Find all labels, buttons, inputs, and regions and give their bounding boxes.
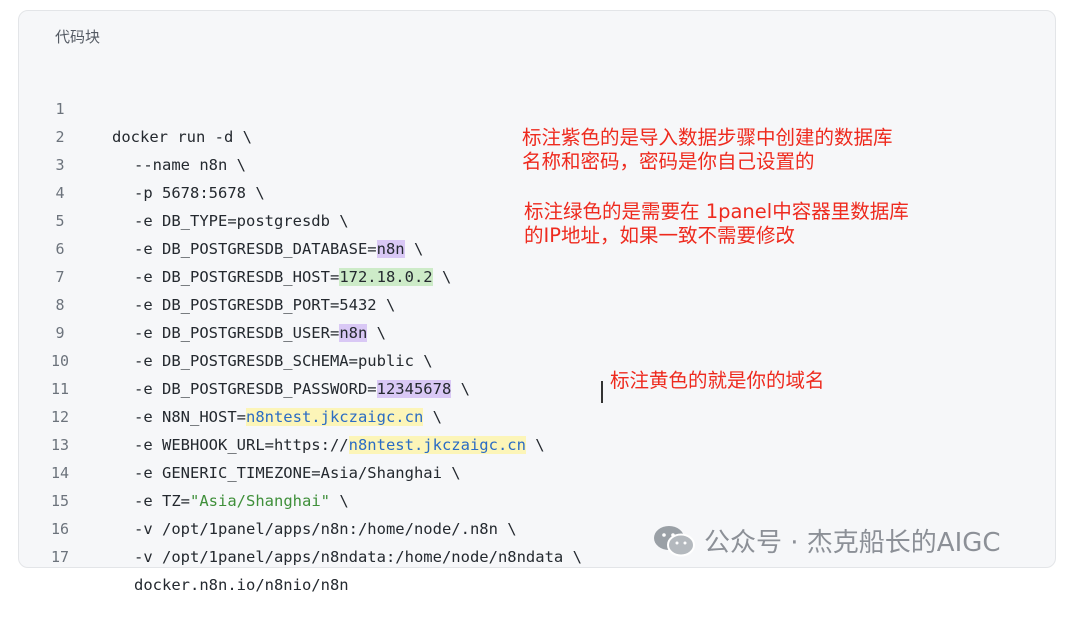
line-number: 1	[55, 100, 65, 118]
code-text: -e DB_POSTGRESDB_PORT=5432 \	[134, 296, 396, 314]
code-text: -e WEBHOOK_URL=https://n8ntest.jkczaigc.…	[112, 431, 545, 459]
watermark: 公众号 · 杰克船长的AIGC	[652, 522, 1001, 559]
code-line: 13 -e GENERIC_TIMEZONE=Asia/Shanghai \	[37, 403, 461, 482]
line-number: 12	[50, 408, 70, 426]
code-line: 3 -p 5678:5678 \	[37, 123, 264, 202]
code-segment: -e DB_POSTGRESDB_PASSWORD=	[134, 380, 377, 398]
code-segment: \	[329, 492, 349, 510]
code-text: -e DB_POSTGRESDB_DATABASE=n8n \	[112, 235, 423, 263]
line-number: 16	[50, 520, 70, 538]
wechat-icon	[654, 525, 695, 556]
line-number: 13	[50, 436, 70, 454]
watermark-text: 公众号 · 杰克船长的AIGC	[704, 528, 1001, 558]
line-number: 15	[50, 492, 70, 510]
code-text: -v /opt/1panel/apps/n8ndata:/home/node/n…	[134, 548, 582, 566]
annotation-line: 标注绿色的是需要在 1panel中容器里数据库	[524, 200, 909, 223]
code-segment: \	[367, 324, 386, 342]
code-text: -e DB_POSTGRESDB_USER=n8n \	[112, 319, 386, 347]
code-text: -e DB_POSTGRESDB_PASSWORD=12345678 \	[112, 375, 470, 403]
annotation-line: 名称和密码，密码是你自己设置的	[522, 150, 815, 173]
purple-highlight: n8n	[376, 240, 405, 258]
string-literal: "Asia/Shanghai"	[190, 492, 330, 510]
code-line: 11 -e N8N_HOST=n8ntest.jkczaigc.cn \	[37, 347, 442, 426]
code-line: 9 -e DB_POSTGRESDB_SCHEMA=public \	[37, 291, 432, 370]
code-segment: \	[525, 436, 545, 454]
yellow-highlight-link[interactable]: n8ntest.jkczaigc.cn	[348, 436, 526, 454]
purple-highlight: 12345678	[376, 380, 452, 398]
code-text: --name n8n \	[134, 156, 246, 174]
code-segment: -e TZ=	[134, 492, 190, 510]
line-number: 6	[55, 240, 65, 258]
code-text: -e DB_TYPE=postgresdb \	[134, 212, 349, 230]
code-line: 8 -e DB_POSTGRESDB_USER=n8n \	[37, 263, 386, 342]
code-line: 4 -e DB_TYPE=postgresdb \	[37, 151, 348, 230]
code-line: 7 -e DB_POSTGRESDB_PORT=5432 \	[37, 235, 395, 314]
line-number: 11	[50, 380, 70, 398]
code-text: -v /opt/1panel/apps/n8n:/home/node/.n8n …	[134, 520, 517, 538]
green-annotation: 标注绿色的是需要在 1panel中容器里数据库 的IP地址，如果一致不需要修改	[524, 200, 909, 248]
code-segment: -e N8N_HOST=	[134, 408, 246, 426]
code-text: -e N8N_HOST=n8ntest.jkczaigc.cn \	[112, 403, 442, 431]
code-segment: \	[423, 408, 442, 426]
annotation-line: 的IP地址，如果一致不需要修改	[524, 224, 796, 247]
line-number: 5	[55, 212, 65, 230]
code-text: docker run -d \	[112, 128, 252, 146]
code-line: 2 --name n8n \	[37, 95, 246, 174]
line-number: 14	[50, 464, 70, 482]
code-segment: \	[404, 240, 424, 258]
annotation-line: 标注紫色的是导入数据步骤中创建的数据库	[522, 126, 893, 149]
purple-annotation: 标注紫色的是导入数据步骤中创建的数据库 名称和密码，密码是你自己设置的	[522, 126, 893, 174]
line-number: 4	[55, 184, 65, 202]
code-line: 12 -e WEBHOOK_URL=https://n8ntest.jkczai…	[37, 375, 545, 454]
yellow-highlight-link[interactable]: n8ntest.jkczaigc.cn	[245, 408, 424, 426]
code-text: docker.n8n.io/n8nio/n8n	[134, 576, 349, 594]
code-segment: \	[432, 268, 452, 286]
code-line: 15 -v /opt/1panel/apps/n8n:/home/node/.n…	[37, 459, 517, 538]
purple-highlight: n8n	[339, 324, 368, 342]
line-number: 10	[50, 352, 70, 370]
code-block-title: 代码块	[55, 28, 101, 46]
line-number: 2	[55, 128, 65, 146]
code-block-card: 代码块 1 docker run -d \ 2 --name n8n \ 3 -…	[18, 10, 1056, 594]
code-segment: -e DB_POSTGRESDB_USER=	[134, 324, 340, 342]
line-number: 8	[55, 296, 65, 314]
code-line: 6 -e DB_POSTGRESDB_HOST=172.18.0.2 \	[37, 207, 451, 286]
code-text: -e GENERIC_TIMEZONE=Asia/Shanghai \	[134, 464, 461, 482]
code-line: 5 -e DB_POSTGRESDB_DATABASE=n8n \	[37, 179, 423, 258]
code-text: -p 5678:5678 \	[134, 184, 265, 202]
code-line: 17 docker.n8n.io/n8nio/n8n	[37, 515, 349, 594]
line-number: 9	[55, 324, 65, 342]
code-segment: -e DB_POSTGRESDB_HOST=	[134, 268, 340, 286]
text-cursor	[601, 381, 603, 403]
code-segment: -e DB_POSTGRESDB_DATABASE=	[134, 240, 377, 258]
yellow-annotation: 标注黄色的就是你的域名	[610, 369, 825, 392]
line-number: 17	[50, 548, 70, 566]
line-number: 7	[55, 268, 65, 286]
code-line: 16 -v /opt/1panel/apps/n8ndata:/home/nod…	[37, 487, 582, 566]
code-text: -e DB_POSTGRESDB_SCHEMA=public \	[134, 352, 433, 370]
line-number: 3	[55, 156, 65, 174]
code-text: -e TZ="Asia/Shanghai" \	[112, 487, 349, 515]
green-highlight: 172.18.0.2	[339, 268, 433, 286]
code-listing[interactable]: 1 docker run -d \ 2 --name n8n \ 3 -p 56…	[37, 67, 582, 594]
code-segment: -e WEBHOOK_URL=https://	[134, 436, 349, 454]
code-line: 14 -e TZ="Asia/Shanghai" \	[37, 431, 349, 510]
code-line: 10 -e DB_POSTGRESDB_PASSWORD=12345678 \	[37, 319, 470, 398]
code-segment: \	[451, 380, 470, 398]
code-line: 1 docker run -d \	[37, 67, 252, 146]
code-text: -e DB_POSTGRESDB_HOST=172.18.0.2 \	[112, 263, 451, 291]
